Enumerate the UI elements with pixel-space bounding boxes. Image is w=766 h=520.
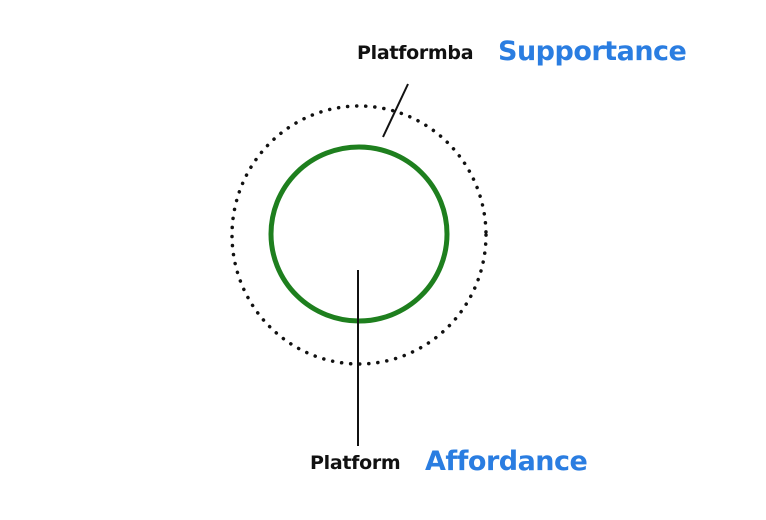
- top-label-prefix: Platformba: [357, 42, 474, 64]
- top-leader-line: [382, 83, 409, 138]
- bottom-label-prefix: Platform: [310, 452, 401, 474]
- top-label-term: Supportance: [498, 36, 687, 67]
- bottom-label-term: Affordance: [425, 446, 588, 477]
